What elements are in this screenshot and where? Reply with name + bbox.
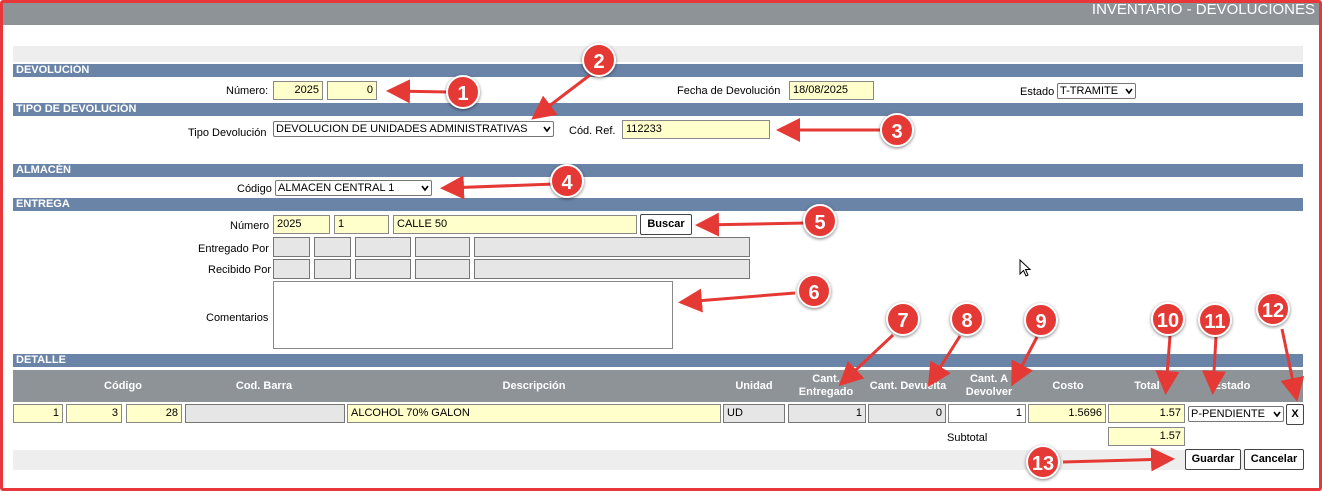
annotation-marker-6: 6 <box>797 274 831 308</box>
section-tipo: TIPO DE DEVOLUCIÓN <box>13 103 1303 116</box>
codref-label: Cód. Ref. <box>569 125 616 137</box>
chevron-down-icon <box>1125 88 1133 95</box>
row-unidad-field: UD <box>723 404 785 423</box>
almacen-select[interactable]: ALMACEN CENTRAL 1 <box>275 180 432 196</box>
subtotal-field: 1.57 <box>1108 427 1185 446</box>
row-linea-field[interactable]: 1 <box>13 404 63 423</box>
row-cant-devuelta-field: 0 <box>868 404 946 423</box>
annotation-marker-4: 4 <box>550 164 584 198</box>
col-codigo: Código <box>104 379 142 392</box>
annotation-marker-3: 3 <box>880 113 914 147</box>
numero-year-field[interactable]: 2025 <box>273 81 323 100</box>
row-cod-barra-field <box>185 404 345 423</box>
entregado-field-3 <box>355 237 411 257</box>
row-codigo-b-field[interactable]: 28 <box>126 404 182 423</box>
row-descripcion-field[interactable]: ALCOHOL 70% GALON <box>347 404 721 423</box>
buscar-button[interactable]: Buscar <box>640 214 692 235</box>
col-cant-devuelta: Cant. Devuelta <box>869 379 947 392</box>
numero-seq-field[interactable]: 0 <box>327 81 377 100</box>
recibido-field-5 <box>474 259 750 279</box>
estado-select[interactable]: T-TRAMITE <box>1057 83 1136 99</box>
row-codigo-a-field[interactable]: 3 <box>66 404 122 423</box>
comentarios-label: Comentarios <box>206 312 269 324</box>
numero-label: Número: <box>226 85 269 97</box>
annotation-marker-2: 2 <box>582 43 616 77</box>
annotation-marker-9: 9 <box>1024 303 1058 337</box>
col-costo: Costo <box>1052 379 1084 392</box>
annotation-marker-7: 7 <box>886 302 920 336</box>
annotation-marker-10: 10 <box>1151 302 1185 336</box>
annotation-marker-1: 1 <box>446 75 480 109</box>
entrega-seq-field[interactable]: 1 <box>334 215 389 234</box>
row-cant-devolver-field[interactable]: 1 <box>948 404 1026 423</box>
col-linea <box>13 370 63 402</box>
tipo-select-value: DEVOLUCION DE UNIDADES ADMINISTRATIVAS <box>276 123 528 135</box>
subtotal-label: Subtotal <box>947 432 988 444</box>
estado-select-value: T-TRAMITE <box>1060 85 1119 97</box>
entrega-desc-field[interactable]: CALLE 50 <box>393 215 637 234</box>
codref-field[interactable]: 112233 <box>622 120 770 139</box>
entregado-field-4 <box>415 237 470 257</box>
annotation-marker-13: 13 <box>1026 445 1060 479</box>
entregado-field-1 <box>273 237 310 257</box>
col-cant-devolver: Cant. A Devolver <box>965 373 1013 398</box>
chevron-down-icon <box>1273 411 1281 418</box>
comentarios-textarea[interactable] <box>273 281 673 349</box>
recibido-field-3 <box>355 259 411 279</box>
recibido-field-1 <box>273 259 310 279</box>
col-estado: Estado <box>1213 379 1251 392</box>
chevron-down-icon <box>543 126 551 133</box>
row-costo-field[interactable]: 1.5696 <box>1028 404 1106 423</box>
fecha-label: Fecha de Devolución <box>677 85 781 97</box>
annotation-marker-11: 11 <box>1198 303 1232 337</box>
recibido-field-4 <box>415 259 470 279</box>
annotation-marker-12: 12 <box>1256 292 1290 326</box>
fecha-field[interactable]: 18/08/2025 <box>789 81 874 100</box>
col-descripcion: Descripción <box>502 379 566 392</box>
detalle-table-header: Código Cod. Barra Descripción Unidad Can… <box>13 370 1303 402</box>
row-total-field: 1.57 <box>1108 404 1185 423</box>
entregado-label: Entregado Por <box>198 243 269 255</box>
section-devolucion: DEVOLUCIÓN <box>13 64 1303 77</box>
section-almacen: ALMACÉN <box>13 164 1303 177</box>
tipo-select[interactable]: DEVOLUCION DE UNIDADES ADMINISTRATIVAS <box>273 121 554 137</box>
estado-label: Estado <box>1020 86 1055 98</box>
section-entrega: ENTREGA <box>13 198 1303 211</box>
col-cod-barra: Cod. Barra <box>235 379 293 392</box>
guardar-button[interactable]: Guardar <box>1185 449 1241 470</box>
entrega-numero-label: Número <box>230 220 270 232</box>
footer-band <box>13 450 1303 470</box>
col-total: Total <box>1134 379 1160 392</box>
almacen-codigo-label: Código <box>237 183 272 195</box>
entregado-field-5 <box>474 237 750 257</box>
annotation-marker-5: 5 <box>803 204 837 238</box>
col-unidad: Unidad <box>735 379 773 392</box>
row-cant-entregado-field: 1 <box>788 404 866 423</box>
section-detalle: DETALLE <box>13 354 1303 367</box>
annotation-marker-8: 8 <box>950 302 984 336</box>
window-title: INVENTARIO - DEVOLUCIONES <box>3 2 1319 25</box>
recibido-field-2 <box>314 259 351 279</box>
top-band <box>13 46 1303 62</box>
entrega-year-field[interactable]: 2025 <box>273 215 330 234</box>
chevron-down-icon <box>421 185 429 192</box>
col-cant-entregado: Cant. Entregado <box>798 373 854 398</box>
row-estado-value: P-PENDIENTE <box>1191 408 1265 420</box>
row-remove-button[interactable]: X <box>1286 404 1304 425</box>
tipo-label: Tipo Devolución <box>188 127 267 139</box>
recibido-label: Recibido Por <box>208 264 271 276</box>
mouse-cursor-icon <box>1019 259 1032 277</box>
almacen-select-value: ALMACEN CENTRAL 1 <box>278 182 395 194</box>
entregado-field-2 <box>314 237 351 257</box>
cancelar-button[interactable]: Cancelar <box>1244 449 1304 470</box>
row-estado-select[interactable]: P-PENDIENTE <box>1188 406 1284 422</box>
